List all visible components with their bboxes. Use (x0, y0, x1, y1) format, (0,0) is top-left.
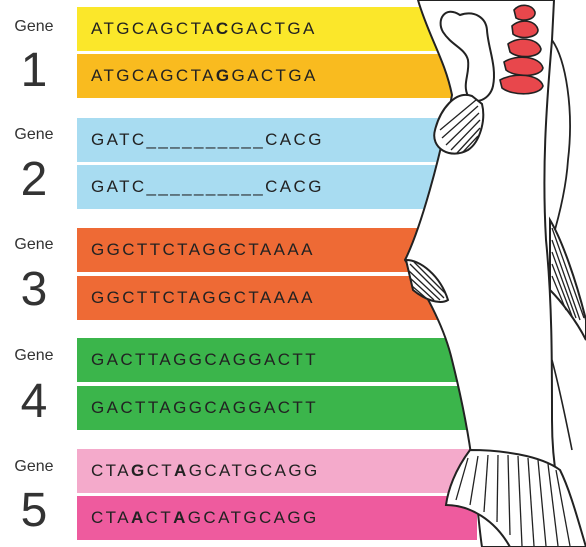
fish-anal-fin (550, 220, 586, 340)
gene-4-sequence-top: GACTTAGGCAGGACTT (77, 338, 477, 382)
sequence-text: GACTTAGGCAGGACTT (91, 398, 318, 418)
gene-4-sequence-bottom: GACTTAGGCAGGACTT (77, 386, 477, 430)
sequence-text: GATC__________CACG (91, 177, 324, 197)
anal-fin-rays (552, 228, 584, 320)
gene-3-number: 3 (0, 266, 68, 314)
sequence-text: GGCTTCTAGGCTAAAA (91, 240, 315, 260)
sequence-text: ATGCAGCTACGACTGA (91, 19, 317, 39)
fish-dorsal-fin (552, 40, 570, 240)
sequence-text: GATC__________CACG (91, 130, 324, 150)
fish-gills (500, 5, 543, 93)
sequence-text: ATGCAGCTAGGACTGA (91, 66, 318, 86)
gene-2-number: 2 (0, 156, 68, 204)
gene-3-sequence-top: GGCTTCTAGGCTAAAA (77, 228, 477, 272)
gene-3-sequence-bottom: GGCTTCTAGGCTAAAA (77, 276, 477, 320)
gene-2-label: Gene (0, 126, 68, 144)
gene-5-sequence-top: CTAGCTAGCATGCAGG (77, 449, 477, 493)
gene-4-number: 4 (0, 378, 68, 426)
gene-2-sequence-bottom: GATC__________CACG (77, 165, 477, 209)
gene-1-sequence-bottom: ATGCAGCTAGGACTGA (77, 54, 477, 98)
fish-lower-contour (552, 360, 572, 450)
gene-1-number: 1 (0, 47, 68, 95)
gene-2-sequence-top: GATC__________CACG (77, 118, 477, 162)
sequence-text: CTAGCTAGCATGCAGG (91, 461, 320, 481)
gene-5-sequence-bottom: CTAACTAGCATGCAGG (77, 496, 477, 540)
gene-5-number: 5 (0, 487, 68, 535)
sequence-text: GACTTAGGCAGGACTT (91, 350, 318, 370)
gene-1-sequence-top: ATGCAGCTACGACTGA (77, 7, 477, 51)
gene-5-label: Gene (0, 458, 68, 476)
gene-1-label: Gene (0, 18, 68, 36)
sequence-text: CTAACTAGCATGCAGG (91, 508, 319, 528)
gene-4-label: Gene (0, 347, 68, 365)
gene-3-label: Gene (0, 236, 68, 254)
sequence-text: GGCTTCTAGGCTAAAA (91, 288, 315, 308)
